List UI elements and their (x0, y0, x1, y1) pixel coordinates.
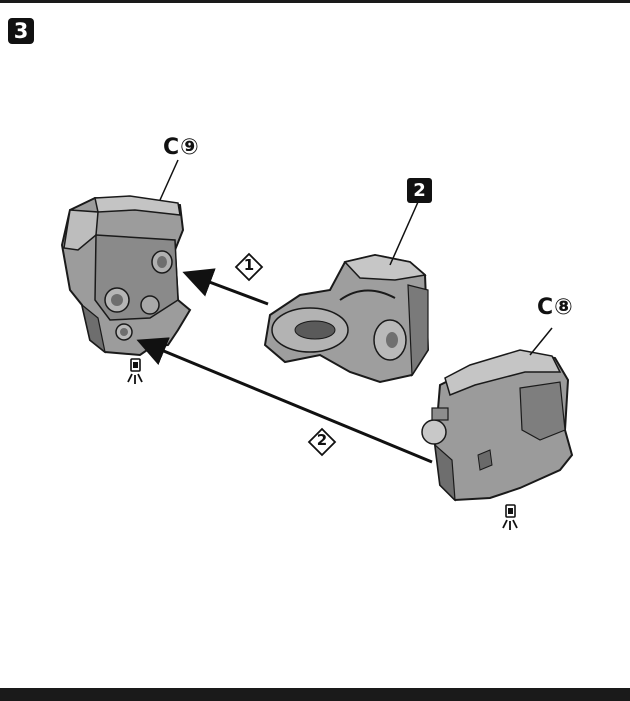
gate-cut-icon (127, 358, 143, 384)
part-2 (263, 253, 430, 384)
order-label-2: 2 (316, 431, 328, 449)
part-label-c8: C⑧ (537, 295, 574, 320)
arrow-1 (182, 268, 269, 306)
gate-cut-icon (502, 504, 518, 530)
step-number-badge: 3 (8, 18, 34, 44)
c9-leader-line (159, 159, 179, 201)
top-rule (0, 0, 630, 3)
part-c9 (60, 195, 192, 357)
order-diamond-1 (234, 252, 264, 282)
part-c8 (421, 349, 574, 502)
order-label-1: 1 (243, 256, 255, 274)
part-label-c9: C⑨ (163, 135, 200, 160)
order-diamond-2 (307, 427, 337, 457)
bottom-rule (0, 688, 630, 701)
part2-leader-line (389, 201, 419, 266)
part-label-2: 2 (407, 178, 432, 203)
c8-leader-line (529, 327, 553, 356)
arrow-2 (136, 337, 433, 464)
